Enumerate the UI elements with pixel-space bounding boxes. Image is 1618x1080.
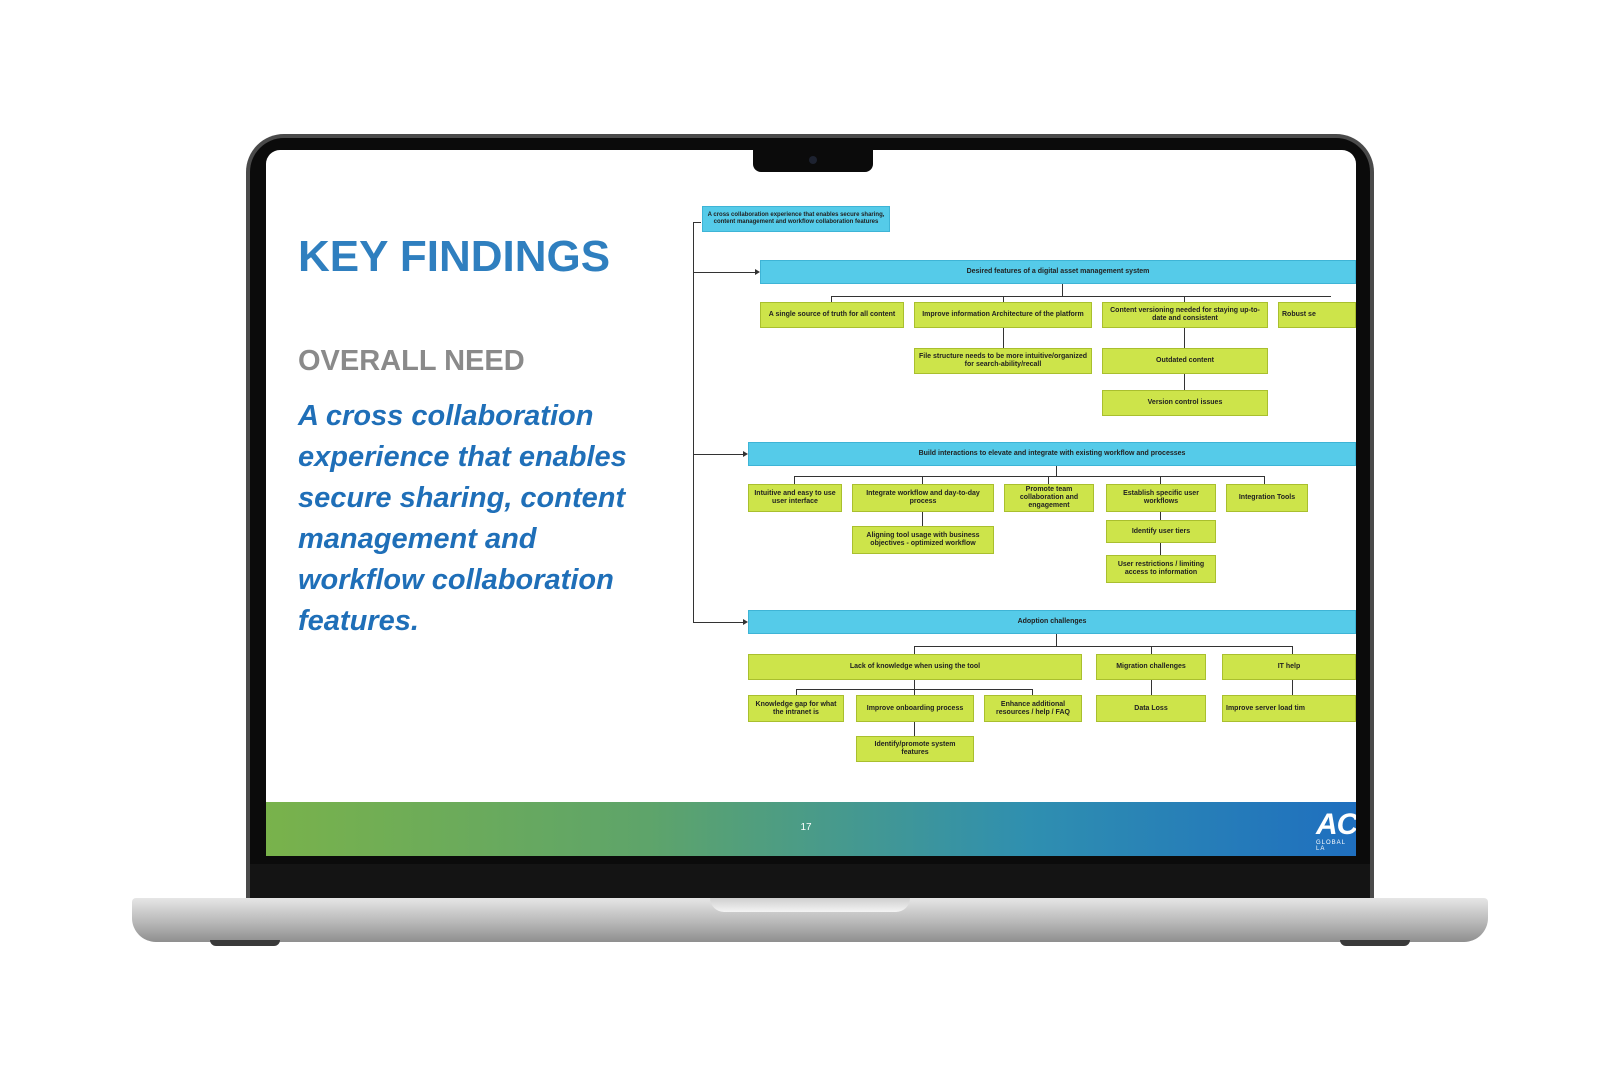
interaction-box: Integration Tools: [1226, 484, 1308, 512]
connector: [1062, 284, 1063, 296]
feature-box: Robust se: [1278, 302, 1356, 328]
feature-sub-box: Outdated content: [1102, 348, 1268, 374]
feature-box: Content versioning needed for staying up…: [1102, 302, 1268, 328]
slide-footer: 17 AC GLOBAL LA: [266, 802, 1356, 856]
connector: [914, 680, 915, 689]
connector: [1003, 296, 1004, 302]
branch-desired-features: Desired features of a digital asset mana…: [760, 260, 1356, 284]
connector: [693, 272, 757, 273]
slide-title: KEY FINDINGS: [298, 232, 611, 281]
company-logo: AC: [1316, 808, 1356, 841]
interaction-box: Establish specific user workflows: [1106, 484, 1216, 512]
interaction-sub-box: Identify user tiers: [1106, 520, 1216, 543]
connector: [914, 646, 915, 654]
challenge-box: Lack of knowledge when using the tool: [748, 654, 1082, 680]
slide-screen: KEY FINDINGS OVERALL NEED A cross collab…: [266, 150, 1356, 856]
connector: [1151, 646, 1152, 654]
connector: [1292, 680, 1293, 695]
feature-box: Improve information Architecture of the …: [914, 302, 1092, 328]
laptop-foot-right: [1340, 940, 1410, 946]
arrow-icon: [743, 619, 748, 625]
connector: [1264, 476, 1265, 484]
connector: [1151, 680, 1152, 695]
connector: [922, 476, 923, 484]
need-statement: A cross collaboration experience that en…: [298, 400, 627, 637]
interaction-sub-box: User restrictions / limiting access to i…: [1106, 555, 1216, 583]
connector: [1160, 543, 1161, 555]
feature-box: A single source of truth for all content: [760, 302, 904, 328]
connector: [1184, 328, 1185, 348]
camera-icon: [809, 156, 817, 164]
camera-notch: [753, 150, 873, 172]
connector: [1032, 689, 1033, 695]
arrow-icon: [743, 451, 748, 457]
interaction-box: Promote team collaboration and engagemen…: [1004, 484, 1094, 512]
feature-sub-box: File structure needs to be more intuitiv…: [914, 348, 1092, 374]
connector: [831, 296, 832, 302]
interaction-box: Intuitive and easy to use user interface: [748, 484, 842, 512]
connector: [794, 476, 795, 484]
connector: [1184, 296, 1185, 302]
challenge-sub-box: Improve server load tim: [1222, 695, 1356, 722]
connector: [1292, 646, 1293, 654]
connector: [914, 722, 915, 736]
interaction-sub-box: Aligning tool usage with business object…: [852, 526, 994, 554]
challenge-box: IT help: [1222, 654, 1356, 680]
laptop-opening-notch: [710, 898, 910, 912]
connector: [831, 296, 1331, 297]
connector: [693, 454, 744, 455]
challenge-sub-box: Identify/promote system features: [856, 736, 974, 762]
connector: [1184, 374, 1185, 390]
branch-adoption-challenges: Adoption challenges: [748, 610, 1356, 634]
section-subtitle: OVERALL NEED: [298, 345, 525, 377]
connector: [693, 222, 701, 223]
challenge-sub-box: Knowledge gap for what the intranet is: [748, 695, 844, 722]
challenge-sub-box: Improve onboarding process: [856, 695, 974, 722]
connector: [693, 622, 744, 623]
connector: [1160, 476, 1161, 484]
findings-diagram: A cross collaboration experience that en…: [266, 150, 1356, 802]
challenge-box: Migration challenges: [1096, 654, 1206, 680]
laptop-foot-left: [210, 940, 280, 946]
connector: [1003, 328, 1004, 348]
page-number: 17: [800, 822, 812, 833]
diagram-root-box: A cross collaboration experience that en…: [702, 206, 890, 232]
connector: [794, 476, 1264, 477]
connector: [1048, 476, 1049, 484]
feature-sub-box: Version control issues: [1102, 390, 1268, 416]
challenge-sub-box: Data Loss: [1096, 695, 1206, 722]
connector: [1056, 466, 1057, 476]
trunk-line: [693, 222, 694, 623]
connector: [922, 512, 923, 526]
interaction-box: Integrate workflow and day-to-day proces…: [852, 484, 994, 512]
connector: [1056, 634, 1057, 646]
laptop-bottom-bezel: [250, 864, 1370, 900]
connector: [914, 646, 1292, 647]
connector: [914, 689, 915, 695]
company-logo-subtext: GLOBAL LA: [1316, 840, 1346, 852]
connector: [1160, 512, 1161, 520]
arrow-icon: [755, 269, 760, 275]
branch-build-interactions: Build interactions to elevate and integr…: [748, 442, 1356, 466]
challenge-sub-box: Enhance additional resources / help / FA…: [984, 695, 1082, 722]
connector: [796, 689, 797, 695]
